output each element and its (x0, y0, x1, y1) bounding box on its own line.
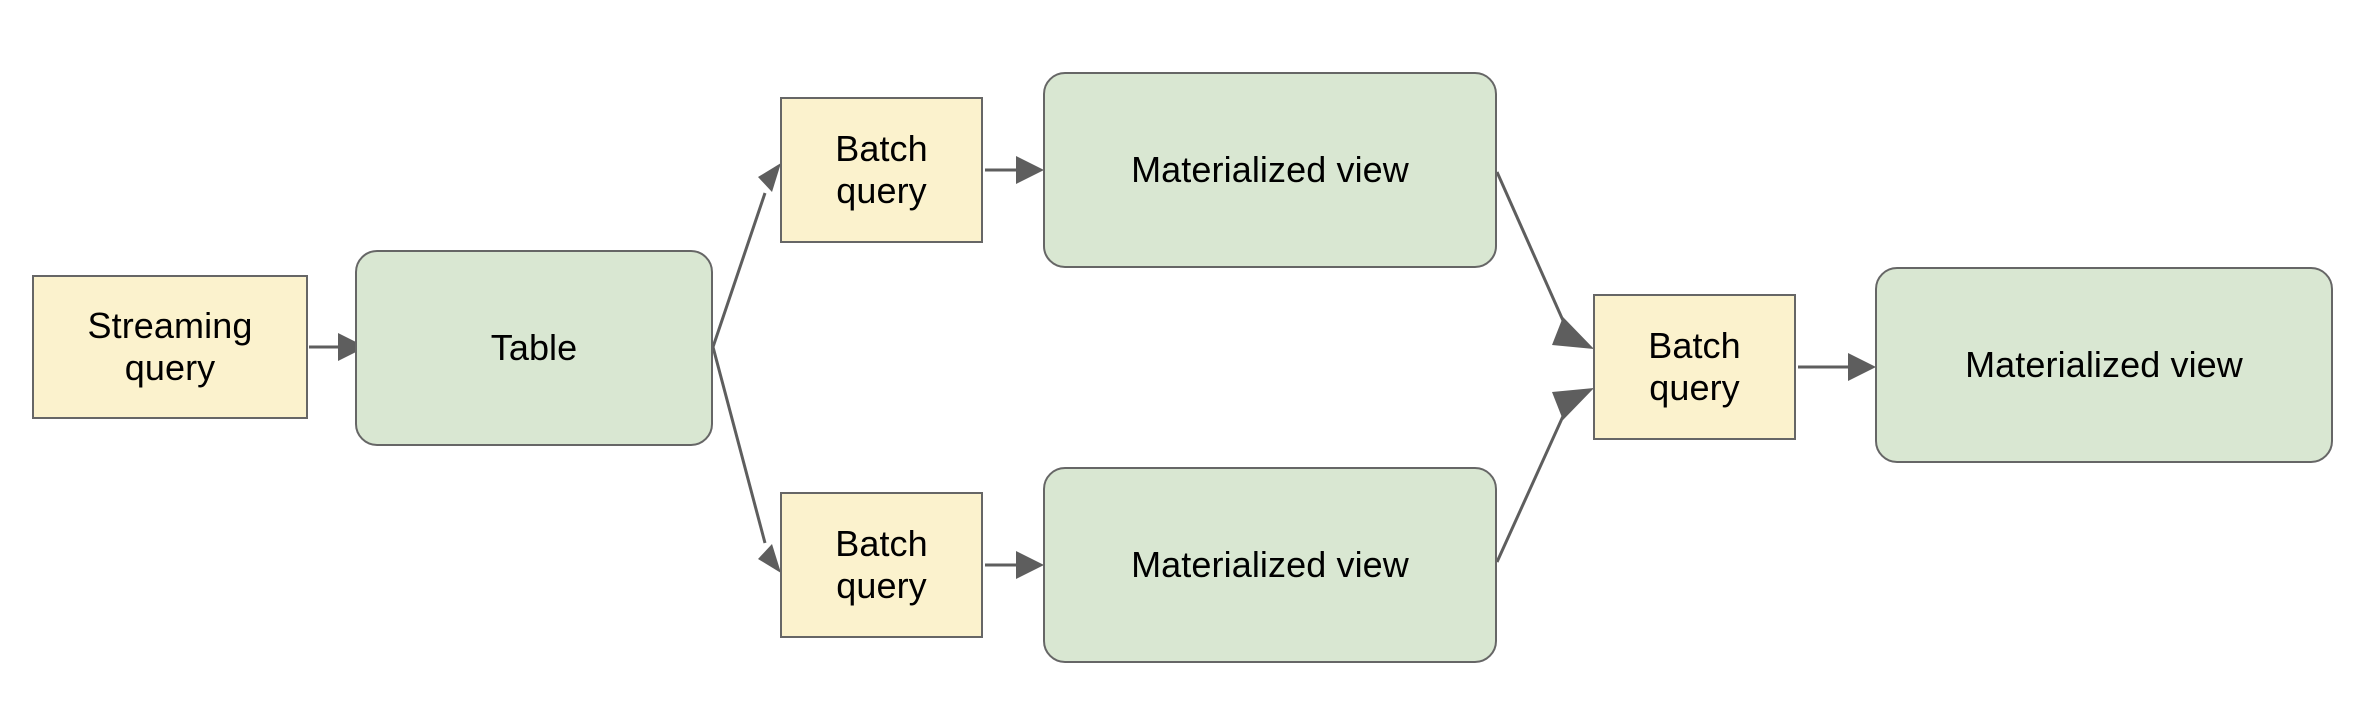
node-streaming-query[interactable]: Streaming query (32, 275, 308, 419)
edge-table-to-batch-bottom-crossing (711, 163, 781, 348)
edge-mv-bottom-to-join (1495, 388, 1594, 563)
node-materialized-view-final[interactable]: Materialized view (1875, 267, 2333, 463)
node-materialized-view-bottom[interactable]: Materialized view (1043, 467, 1497, 663)
node-batch-query-bottom[interactable]: Batch query (780, 492, 983, 638)
edge-mv-top-to-join (1495, 171, 1594, 349)
edge-batch-bottom-to-mv-bottom (985, 551, 1044, 579)
edge-table-to-batch-top-crossing (711, 346, 781, 573)
edge-batch-top-to-mv-top (985, 156, 1044, 184)
node-batch-query-top[interactable]: Batch query (780, 97, 983, 243)
edge-join-to-mv-final (1798, 353, 1876, 381)
node-batch-query-join[interactable]: Batch query (1593, 294, 1796, 440)
node-materialized-view-top[interactable]: Materialized view (1043, 72, 1497, 268)
node-table[interactable]: Table (355, 250, 713, 446)
